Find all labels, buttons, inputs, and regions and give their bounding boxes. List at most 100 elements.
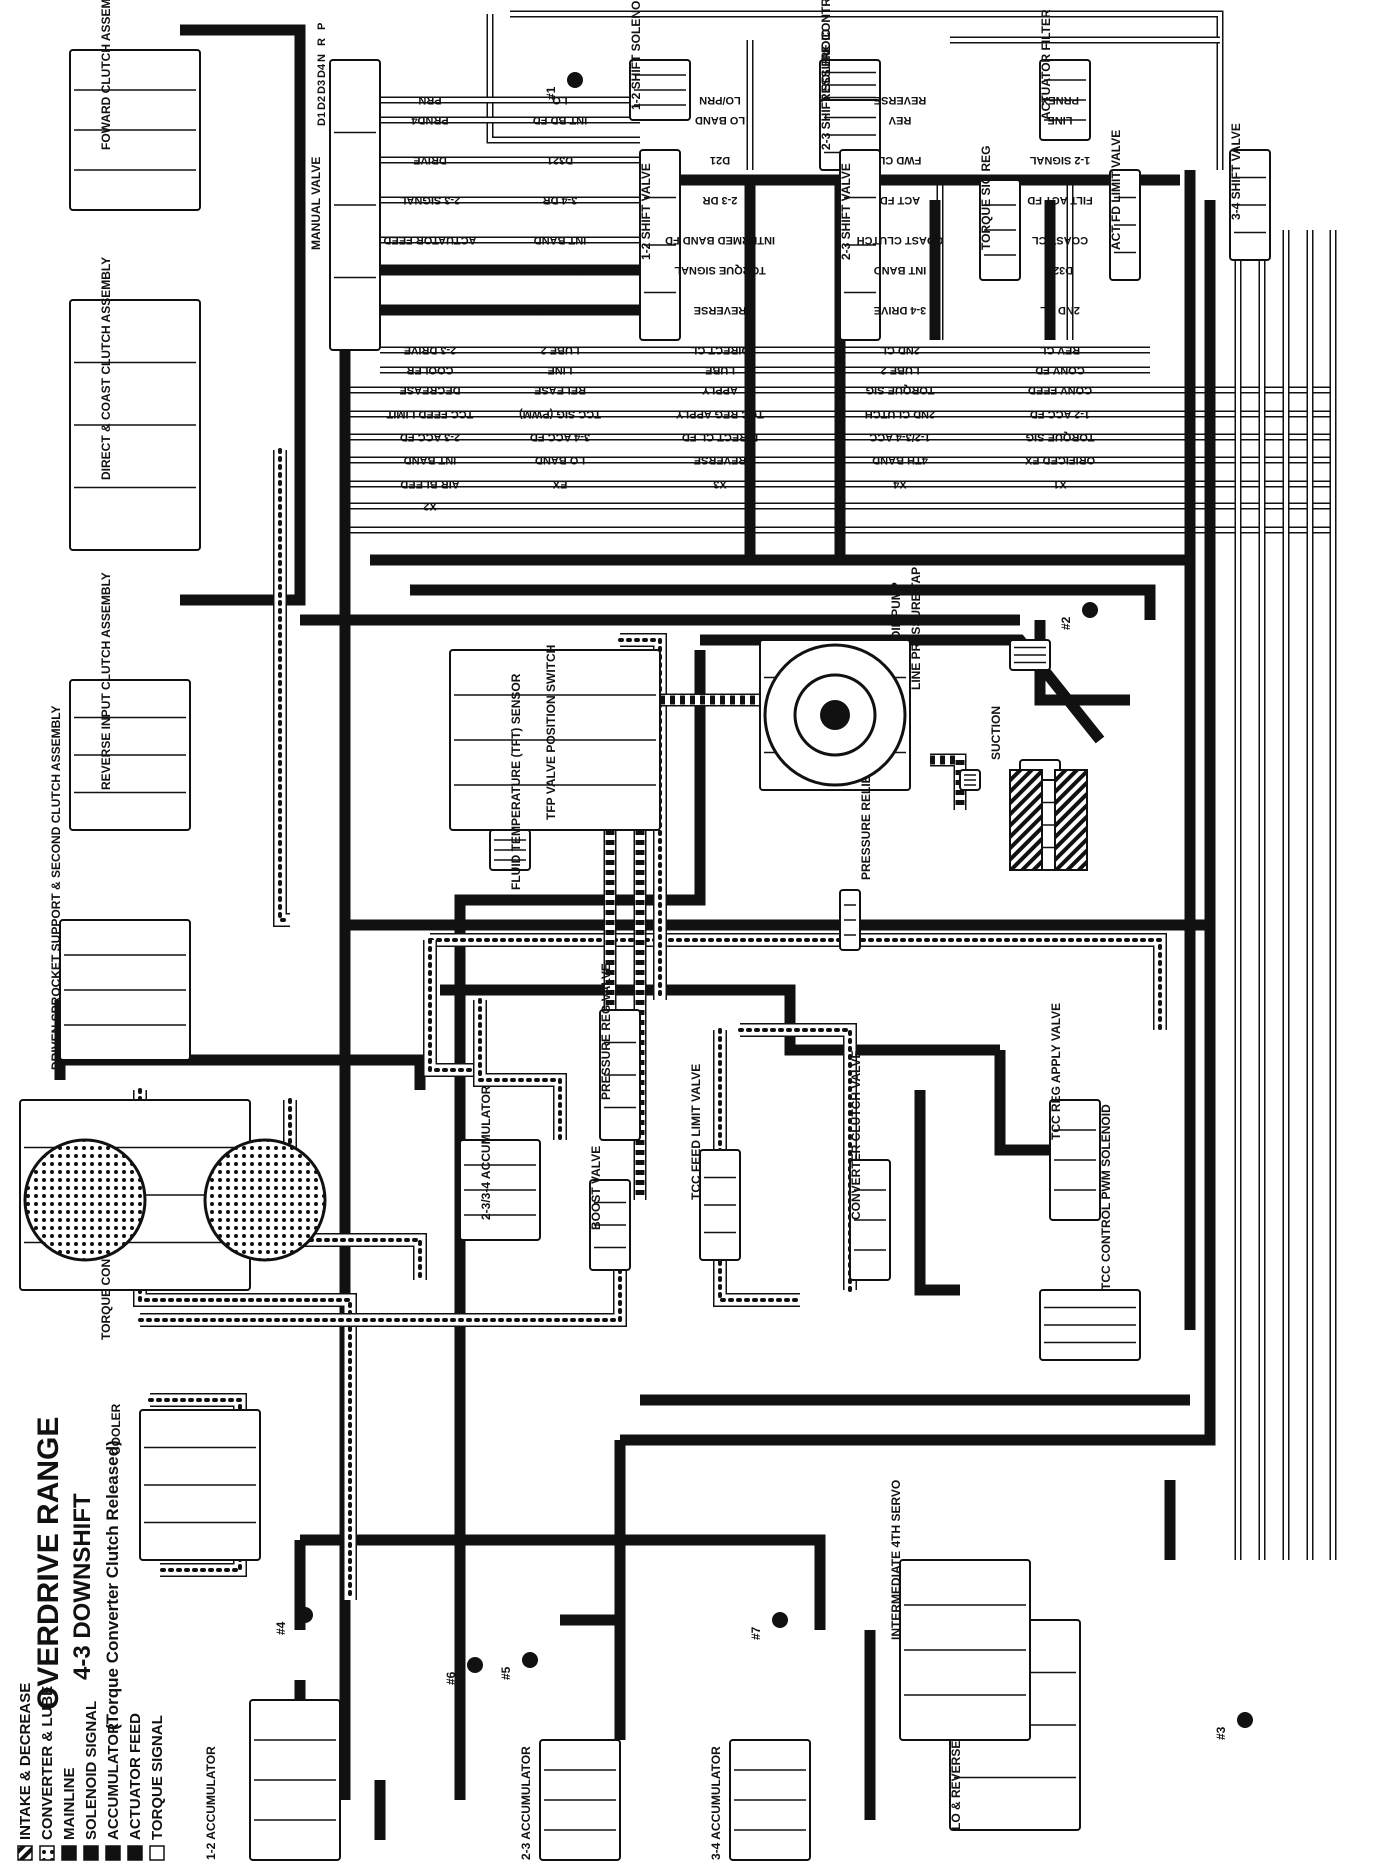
mainline-passage — [994, 1050, 1070, 1156]
passage-label: APPLY — [702, 384, 738, 396]
passage-label: COAST CL — [532, 304, 589, 316]
1-2-3-4-acc — [300, 1534, 826, 1630]
passage-label: 1-2 ACC FD — [1030, 408, 1090, 420]
component-label: LINE PRESSURE TAP — [909, 567, 923, 690]
passage-label: TORQUE SIG — [1026, 431, 1095, 443]
passage-label: 2-3 ACC FD — [400, 431, 460, 443]
component-label: TFP VALVE POSITION SWITCH — [544, 645, 558, 820]
passage-label: X4 — [892, 478, 906, 490]
component-label: PRESSURE CONTROL SOLENOID — [819, 0, 833, 110]
passage-label: COOLER — [406, 364, 453, 376]
passage-label: D321 — [547, 154, 573, 166]
component-label: 1-2 SHIFT SOLENOID — [629, 0, 643, 110]
legend-label: SOLENOID SIGNAL — [83, 1701, 100, 1840]
component-label: TCC CONTROL PWM SOLENOID — [1099, 1104, 1113, 1290]
passage-label: TORQUE SIG — [866, 384, 935, 396]
passage-label: LUBE 2 — [540, 344, 579, 356]
legend-swatch — [17, 1845, 33, 1861]
checkball — [1082, 602, 1098, 618]
suction — [930, 755, 965, 810]
passage-label: D321 — [1047, 264, 1073, 276]
oil-pump-shaft — [820, 700, 850, 730]
component-label: DRIVEN SPROCKET SUPPORT & SECOND CLUTCH … — [49, 706, 63, 1070]
component-label: SUCTION — [989, 706, 1003, 760]
passage-label: REVERSE — [694, 304, 747, 316]
passage-label: 1-2/3-4 ACC — [869, 431, 930, 443]
checkball-label: #3 — [1214, 1726, 1228, 1740]
passage-label: TCC FEED LIMIT — [386, 408, 473, 420]
passage-label: D21 — [710, 154, 730, 166]
manual-detent-label: N — [316, 54, 328, 62]
title-line-2: 4-3 DOWNSHIFT — [69, 1493, 96, 1680]
component-label: FOWARD CLUTCH ASSEMBLY — [99, 0, 113, 150]
manual-detent-label: D2 — [316, 96, 328, 110]
converter-impeller — [203, 1138, 327, 1262]
checkball-label: #4 — [274, 1621, 288, 1635]
component-label: TORQUE SIG REG — [979, 146, 993, 250]
mainline-passage — [454, 650, 706, 1800]
passage-label: 2ND CLUTCH — [865, 408, 935, 420]
passage-label: LO/PRN — [699, 94, 741, 106]
checkball — [467, 1657, 483, 1673]
passage-label: FWD CL — [878, 154, 921, 166]
checkball — [567, 72, 583, 88]
passage-label: 1-2 SIGNAL — [1029, 154, 1090, 166]
passage-label: INTERMED BAND FD — [665, 234, 775, 246]
passage-label: INT BAND — [404, 454, 457, 466]
checkball-label: #2 — [1059, 616, 1073, 630]
component-label: FLUID TEMPERATURE (TFT) SENSOR — [509, 673, 523, 890]
manual-detent-label: P — [316, 23, 328, 30]
passage-label: LO — [552, 94, 568, 106]
component-label: PRESSURE REG VALVE — [599, 963, 613, 1100]
signal-passage-core — [488, 14, 640, 142]
passage-label: COAST CLUTCH — [857, 234, 944, 246]
passage-label: X2 — [423, 500, 436, 512]
title-line-1: OVERDRIVE RANGE — [32, 1417, 65, 1710]
lube-passage — [618, 638, 662, 1002]
legend-swatch — [61, 1845, 77, 1861]
signal-passage-core — [510, 12, 1222, 170]
component-label: 2-3 SHIFT VALVE — [839, 163, 853, 260]
passage-label: ACT FD — [880, 194, 920, 206]
component-label: 3-4 ACCUMULATOR — [709, 1746, 723, 1860]
lube-passage — [478, 998, 562, 1142]
component-label: 2-3 SHIFT SOLENOID — [819, 28, 833, 150]
passage-label: LO BAND — [695, 114, 745, 126]
passage-label: REV CL — [1040, 344, 1081, 356]
passage-label: LO BAND — [405, 304, 455, 316]
cooler — [428, 938, 1162, 1032]
passage-label: LO BAND — [535, 454, 585, 466]
component-label: COOLER — [109, 1403, 123, 1455]
passage-label: RELEASE — [534, 384, 586, 396]
conv-feed — [718, 1028, 802, 1302]
2nd-cl-lower — [60, 1054, 426, 1090]
tcc-feed-limit — [738, 1028, 852, 1292]
component-label: CONVERTER CLUTCH VALVE — [849, 1050, 863, 1220]
direct-cl-lower — [620, 1250, 1216, 1446]
checkball-label: #7 — [749, 1626, 763, 1640]
passage-label: 2-3 DR — [703, 194, 738, 206]
passage-label: ACTUATOR FEED — [383, 234, 476, 246]
passage-label: 2-3 DRIVE — [404, 344, 457, 356]
component-label: TCC REG APPLY VALVE — [1049, 1003, 1063, 1140]
passage-label: EX — [552, 478, 567, 490]
checkball-label: #5 — [499, 1666, 513, 1680]
passage-label: ORIFICED EX — [524, 264, 595, 276]
manual-detent-label: R — [316, 38, 328, 46]
passage-label: 3-4 DRIVE — [874, 304, 927, 316]
legend-swatch — [105, 1845, 121, 1861]
tcc-feed-limit-outline — [740, 1023, 857, 1290]
passage-label: 3-4 DR — [543, 194, 578, 206]
component-label: ACT FD LIMIT VALVE — [1109, 130, 1123, 250]
component-label: 2-3/3-4 ACCUMULATOR — [479, 1085, 493, 1220]
passage-label: PRN — [418, 94, 441, 106]
sump-block — [1054, 769, 1088, 871]
passage-label: LINE — [547, 364, 572, 376]
hydraulic-passages — [54, 10, 1337, 1840]
passage-label: 2ND CL — [880, 344, 920, 356]
passage-label: 4TH BAND — [402, 264, 458, 276]
